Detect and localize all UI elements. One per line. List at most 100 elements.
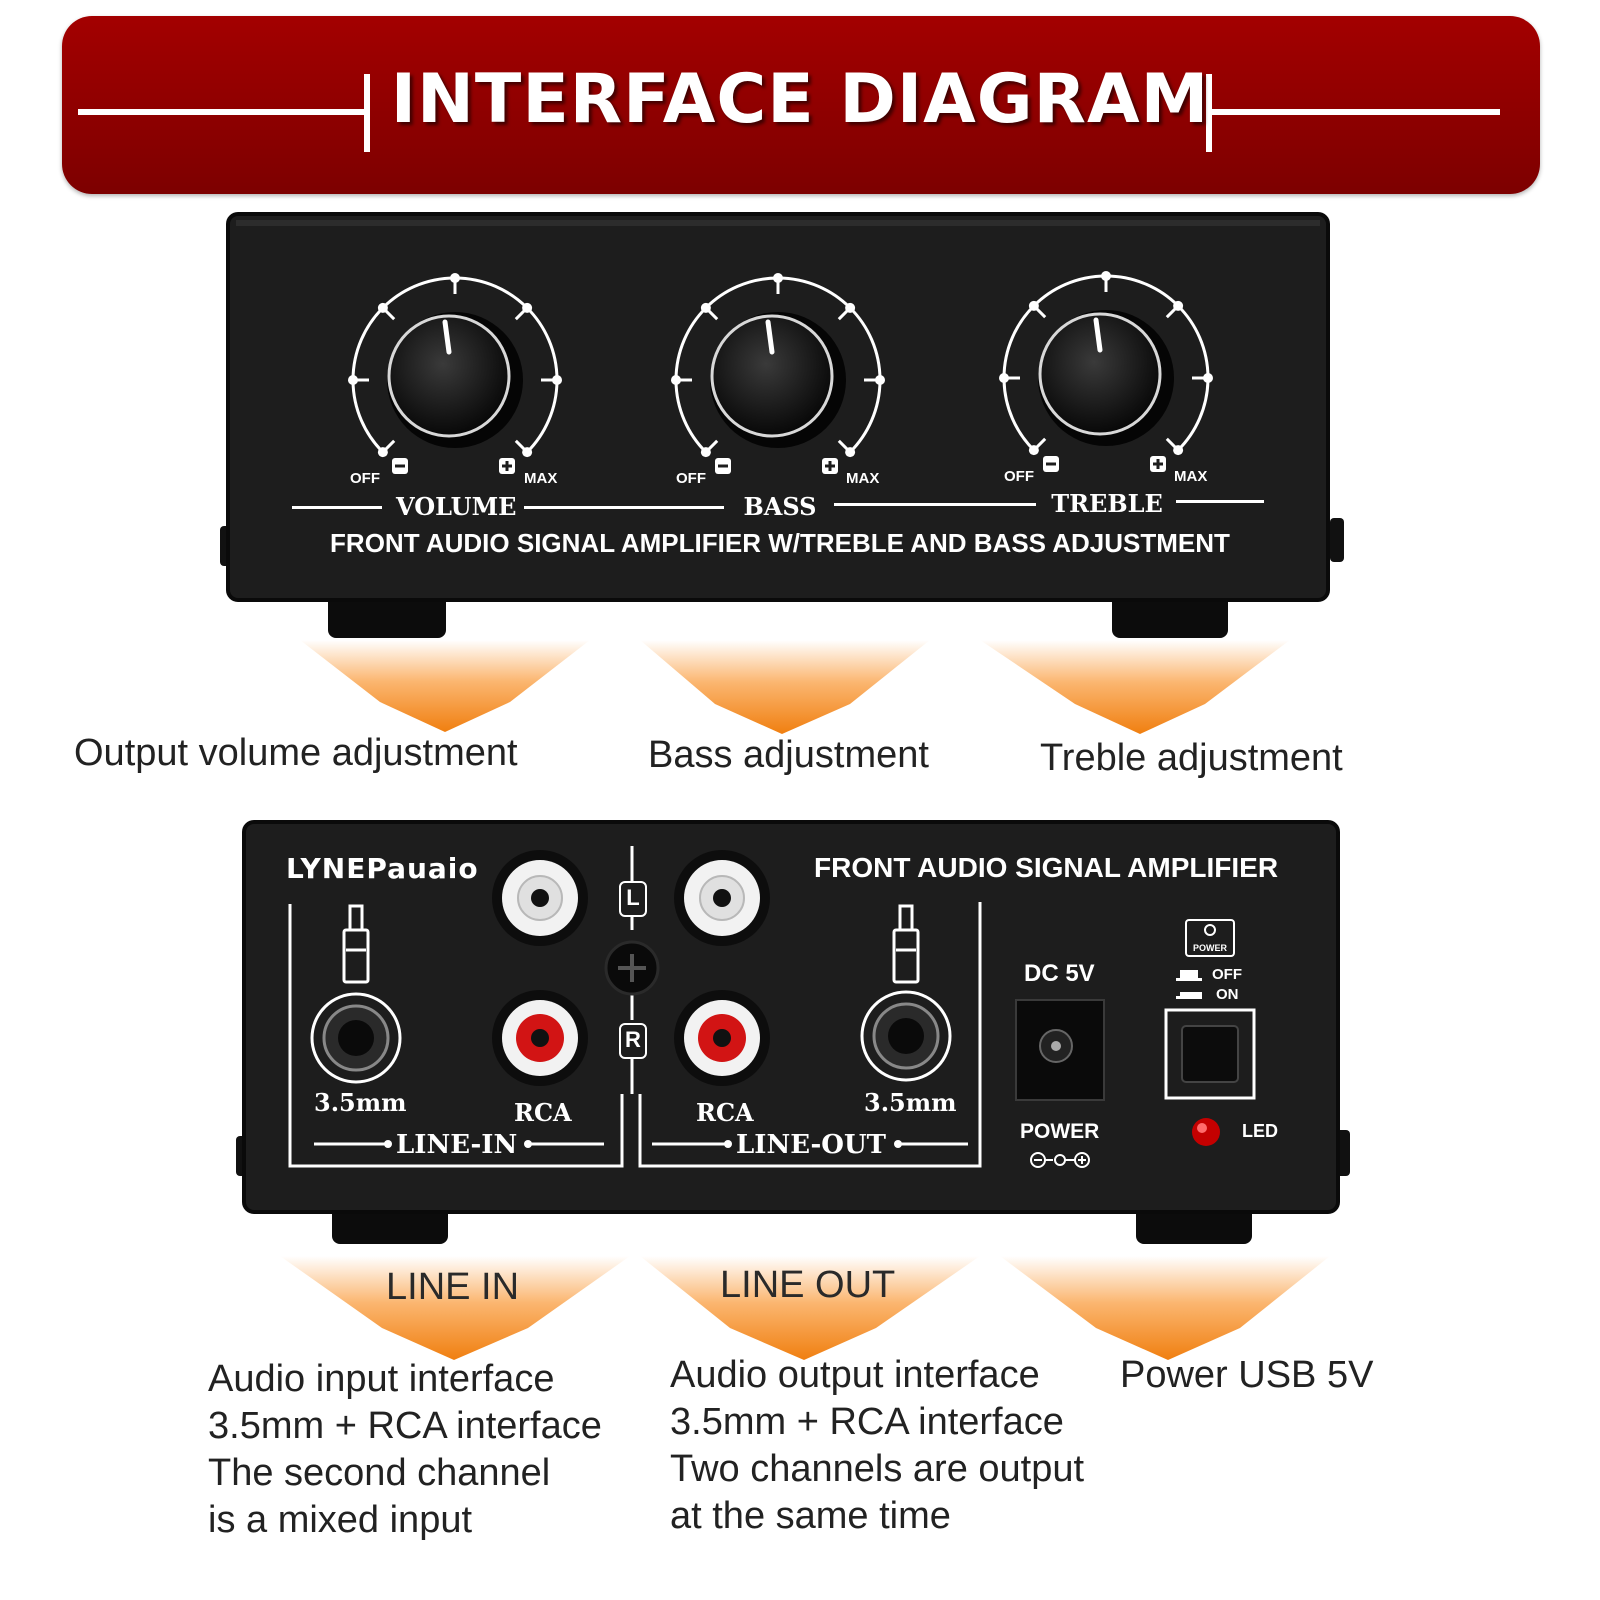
volume-min-label: OFF [350, 470, 380, 487]
power-switch-icon-label: POWER [1192, 943, 1227, 953]
power-icon [1204, 924, 1216, 936]
dial-tick-line [1035, 437, 1047, 449]
front-label-rule [1176, 500, 1264, 503]
dial-tick [522, 302, 533, 313]
dial-tick-line [1165, 437, 1177, 449]
bass-max-label: MAX [846, 470, 880, 487]
panel-side-bolt-right [1330, 518, 1344, 562]
dial-tick-line [1035, 307, 1047, 319]
rear-panel-illustration [236, 820, 1350, 1244]
bass-label: BASS [743, 492, 817, 521]
volume-knob[interactable] [348, 273, 562, 474]
arrow-down-icon [640, 640, 930, 734]
line-out-jack-label: 3.5mm [864, 1088, 957, 1117]
dial-tick [700, 302, 711, 313]
switch-on-label: ON [1216, 986, 1239, 1003]
treble-label: TREBLE [1051, 489, 1163, 518]
line-in-jack-label: 3.5mm [314, 1088, 407, 1117]
plug-out-icon [892, 904, 920, 984]
arrow-down-icon [980, 640, 1290, 734]
panel-foot-left [328, 594, 446, 638]
dial-tick [999, 373, 1009, 383]
line-out-desc-line: at the same time [670, 1495, 951, 1537]
power-description: Power USB 5V [1120, 1354, 1374, 1396]
banner-rule-right [1210, 109, 1500, 115]
banner-tick-left [364, 74, 370, 152]
rca-in-right [492, 990, 588, 1086]
dial-tick-line [514, 439, 526, 451]
volume-label: VOLUME [396, 492, 517, 521]
dial-tick [377, 302, 388, 313]
dial-tick-line [384, 439, 396, 451]
line-in-label: LINE-IN [396, 1130, 518, 1160]
power-switch-frame [1164, 1008, 1256, 1100]
treble-knob[interactable] [999, 271, 1213, 472]
switch-off-label: OFF [1212, 966, 1242, 983]
title-banner [62, 16, 1540, 194]
aux-in-jack [310, 992, 402, 1084]
front-arrows [300, 640, 1290, 734]
line-in-description: Audio input interface 3.5mm + RCA interf… [208, 1356, 602, 1544]
channel-left-label: L [626, 885, 640, 910]
knob-cap [387, 314, 511, 438]
knob-indicator [1093, 317, 1103, 353]
knob-cap [1038, 312, 1162, 436]
line-out-label: LINE-OUT [736, 1130, 886, 1160]
dial-tick-line [837, 439, 849, 451]
line-in-rca-label: RCA [514, 1098, 572, 1127]
channel-right-label: R [625, 1027, 641, 1052]
power-input-label: POWER [1020, 1120, 1100, 1143]
dial-tick [1101, 271, 1111, 281]
brand-logo: LYNEPauaio [286, 852, 479, 885]
dial-tick-line [384, 309, 396, 321]
caption-treble: Treble adjustment [1040, 737, 1343, 779]
line-out-desc-line: Audio output interface [670, 1354, 1040, 1396]
front-label-rule [524, 506, 724, 509]
power-symbol-box [1185, 919, 1235, 957]
arrow-down-icon [640, 1256, 980, 1360]
arrow-down-icon [300, 640, 590, 732]
front-panel-subtitle: FRONT AUDIO SIGNAL AMPLIFIER W/TREBLE AN… [330, 528, 1230, 558]
dial-tick-line [1165, 307, 1177, 319]
dial-tick [845, 447, 856, 458]
treble-max-label: MAX [1174, 468, 1208, 485]
line-out-desc-line: 3.5mm + RCA interface [670, 1401, 1064, 1443]
dial-tick-line [707, 439, 719, 451]
front-label-rule [834, 503, 1036, 506]
dial-tick-line [707, 309, 719, 321]
line-in-desc-line: is a mixed input [208, 1499, 473, 1541]
dial-tick-line [837, 309, 849, 321]
dial-tick [1028, 445, 1039, 456]
line-out-desc-line: Two channels are output [670, 1448, 1085, 1490]
knob-indicator [442, 319, 452, 355]
aux-out-jack [860, 990, 952, 1082]
line-out-description: Audio output interface 3.5mm + RCA inter… [670, 1352, 1084, 1540]
dial-tick [1028, 300, 1039, 311]
arrow-down-icon [280, 1256, 630, 1360]
rca-out-right [674, 990, 770, 1086]
bass-min-label: OFF [676, 470, 706, 487]
led-indicator [1192, 1118, 1220, 1146]
line-out-heading: LINE OUT [720, 1264, 896, 1306]
bass-knob[interactable] [671, 273, 885, 474]
dial-tick [1173, 445, 1184, 456]
rca-in-left [492, 850, 588, 946]
arrow-down-icon [1000, 1256, 1330, 1360]
front-label-rule [292, 506, 382, 509]
page-title: INTERFACE DIAGRAM [390, 60, 1210, 139]
dial-tick [450, 273, 460, 283]
line-in-desc-line: The second channel [208, 1452, 551, 1494]
knob-cap [710, 314, 834, 438]
power-switch [1181, 1025, 1239, 1083]
dial-tick [552, 375, 562, 385]
front-panel-illustration [220, 212, 1344, 638]
banner-tick-right [1206, 74, 1212, 152]
panel-foot-right [1112, 594, 1228, 638]
rear-arrows [280, 1256, 1330, 1360]
line-in-desc-line: Audio input interface [208, 1358, 555, 1400]
rear-panel-title: FRONT AUDIO SIGNAL AMPLIFIER [814, 852, 1279, 883]
dial-tick [1173, 300, 1184, 311]
banner-rule-left [78, 109, 368, 115]
dial-tick [845, 302, 856, 313]
dial-tick [700, 447, 711, 458]
